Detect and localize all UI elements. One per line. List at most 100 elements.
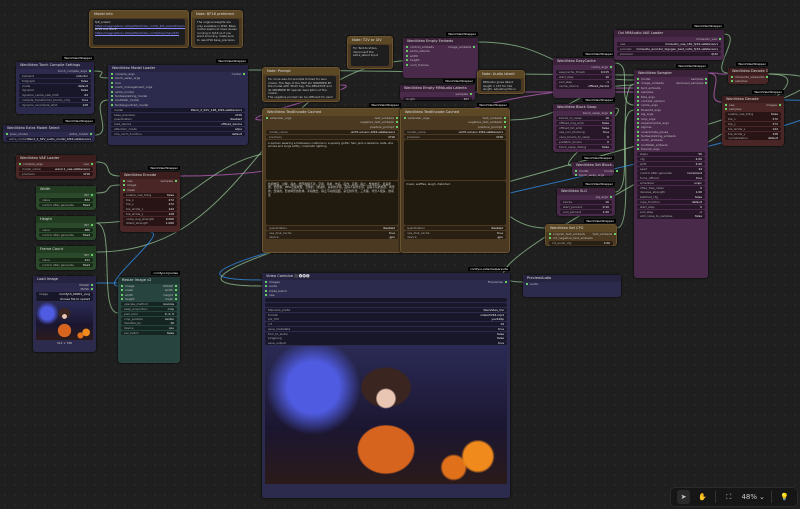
output-slot[interactable]: image_embeds: [448, 45, 475, 49]
input-slot[interactable]: control_embeds: [406, 45, 434, 49]
input-slot[interactable]: extra_model: [111, 90, 152, 94]
node-title[interactable]: WanVideo Set Block...: [572, 162, 614, 169]
input-slot[interactable]: audio: [265, 284, 287, 288]
input-slot[interactable]: vae: [123, 179, 136, 183]
input-slot[interactable]: meta_batch: [265, 289, 287, 293]
output-slot[interactable]: audio: [756, 75, 768, 79]
input-slot[interactable]: mmaudio_vae: [731, 75, 756, 79]
input-slot[interactable]: vae: [725, 103, 741, 107]
output-slot[interactable]: torch_compile_args: [58, 69, 91, 73]
input-slot[interactable]: vram_management_args: [111, 85, 152, 89]
output-slot[interactable]: width: [165, 288, 177, 292]
node-title[interactable]: WanVideo Encode: [120, 172, 180, 179]
note-text[interactable]: For more wan-ful prompts formed for wan …: [266, 76, 336, 99]
output-slot[interactable]: IMAGE: [79, 283, 93, 287]
note-text[interactable]: The original weights are only available …: [195, 19, 239, 45]
select-tool-button[interactable]: ➤: [677, 490, 691, 504]
widget[interactable]: end_step-1: [637, 209, 705, 214]
input-slot[interactable]: freeinit_args: [637, 147, 676, 151]
output-slot[interactable]: images: [766, 103, 781, 107]
output-slot[interactable]: mask: [165, 297, 177, 301]
input-slot[interactable]: fantasytalking_embeds: [637, 134, 676, 138]
zoom-dropdown[interactable]: 48%⌄: [741, 493, 764, 501]
node-title[interactable]: WanVideo Decode Ovi...: [728, 68, 768, 75]
output-slot[interactable]: INT: [84, 223, 93, 227]
node-title[interactable]: WanVideo SLG: [557, 188, 615, 195]
node-title[interactable]: Height: [36, 216, 96, 223]
node-title[interactable]: WanVideo Empty Embeds: [403, 38, 478, 45]
output-slot[interactable]: extra_model: [69, 132, 92, 136]
input-slot[interactable]: samples: [637, 90, 676, 94]
input-slot[interactable]: mask: [123, 188, 136, 192]
output-slot[interactable]: text_embeds: [483, 116, 506, 120]
output-slot[interactable]: samples: [456, 92, 472, 96]
output-slot[interactable]: slg_args: [596, 195, 612, 199]
input-slot[interactable]: audio: [526, 282, 538, 286]
output-slot[interactable]: IMAGE: [163, 284, 177, 288]
node-title[interactable]: WanVideo EasyCache: [553, 58, 615, 65]
input-slot[interactable]: multitalk_model: [111, 98, 152, 102]
note-link[interactable]: https://huggingface.co/Kijai/WanVideo_co…: [95, 30, 180, 35]
input-slot[interactable]: mt_negative_text_embeds: [549, 236, 593, 240]
input-slot[interactable]: fantasyportrait_model: [111, 103, 152, 107]
negative-prompt-input[interactable]: music, waffles, laugh, distorted: [404, 180, 506, 225]
input-slot[interactable]: slg_args: [637, 112, 676, 116]
output-slot[interactable]: samples: [691, 77, 707, 81]
input-slot[interactable]: block_swap_args: [575, 173, 604, 177]
input-slot[interactable]: original_text_embeds: [549, 232, 593, 236]
output-slot[interactable]: MASK: [80, 287, 93, 291]
widget[interactable]: choose file to upload: [36, 297, 93, 302]
input-slot[interactable]: width: [121, 293, 135, 297]
input-slot[interactable]: num_frames: [406, 63, 434, 67]
node-title[interactable]: WanVideo Sampler: [634, 70, 708, 77]
node-title[interactable]: Frame Count: [36, 246, 96, 253]
node-title[interactable]: Load Image: [33, 276, 96, 283]
node-title[interactable]: WanVideo Torch Compile Settings: [16, 62, 94, 69]
node-title[interactable]: Video Combine 🎥🅥🅗🅢: [262, 273, 510, 280]
output-slot[interactable]: positive_prompt: [370, 125, 398, 129]
fit-view-button[interactable]: ⛶: [722, 490, 735, 504]
output-slot[interactable]: negative_text_embeds: [468, 120, 506, 124]
output-slot[interactable]: samples: [161, 179, 177, 183]
